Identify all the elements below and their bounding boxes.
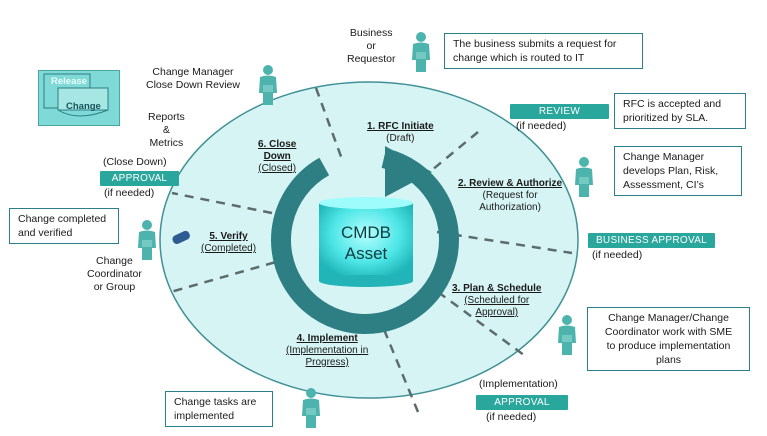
release-change-legend: Release Change — [38, 70, 120, 126]
legend-release-label: Release — [51, 76, 87, 87]
note-tasks-implemented: Change tasks are implemented — [165, 391, 273, 427]
business-approval-badge: BUSINESS APPROVAL — [588, 233, 715, 248]
person-icon — [575, 157, 593, 197]
close-down-approval-caption: (Close Down) — [103, 156, 167, 168]
note-business-request: The business submits a request for chang… — [444, 33, 643, 69]
note-rfc-accepted: RFC is accepted and prioritized by SLA. — [614, 93, 746, 129]
person-icon — [138, 220, 156, 260]
implementation-approval-caption: (Implementation) — [479, 378, 558, 390]
note-completed-verified: Change completed and verified — [9, 208, 119, 244]
review-approval-note: (if needed) — [516, 120, 567, 132]
note-cm-coordinator: Change Manager/Change Coordinator work w… — [587, 307, 750, 371]
business-approval-note: (if needed) — [592, 249, 643, 261]
person-icon — [302, 388, 320, 428]
close-down-approval-badge: APPROVAL — [100, 171, 179, 186]
role-requestor: Business or Requestor — [347, 27, 396, 65]
role-coordinator: Change Coordinator or Group — [87, 255, 142, 293]
close-down-approval-note: (if needed) — [104, 187, 155, 199]
verify-marker — [172, 230, 190, 245]
stage-implement: 4. Implement (Implementation in Progress… — [286, 333, 369, 368]
stage-review-authorize: 2. Review & Authorize (Request for Autho… — [458, 178, 563, 213]
stage-close-down: 6. Close Down (Closed) — [258, 139, 297, 174]
note-cm-develops: Change Manager develops Plan, Risk, Asse… — [614, 146, 742, 196]
cmdb-cylinder — [319, 197, 413, 287]
person-icon — [412, 32, 430, 72]
implementation-approval-badge: APPROVAL — [476, 395, 568, 410]
review-approval-badge: REVIEW APPROVAL — [510, 104, 609, 132]
role-close-review: Change Manager Close Down Review — [146, 66, 240, 91]
stage-verify: 5. Verify (Completed) — [201, 231, 257, 254]
stage-plan-schedule: 3. Plan & Schedule (Scheduled for Approv… — [452, 283, 542, 318]
implementation-approval-note: (if needed) — [486, 411, 537, 423]
stage-rfc-initiate: 1. RFC Initiate (Draft) — [367, 121, 434, 144]
legend-change-label: Change — [66, 101, 101, 112]
role-reports-metrics: Reports & Metrics — [148, 111, 185, 149]
person-icon — [558, 315, 576, 355]
cmdb-asset-label: CMDB Asset — [340, 223, 392, 263]
cycle-arrow-head — [385, 146, 432, 197]
